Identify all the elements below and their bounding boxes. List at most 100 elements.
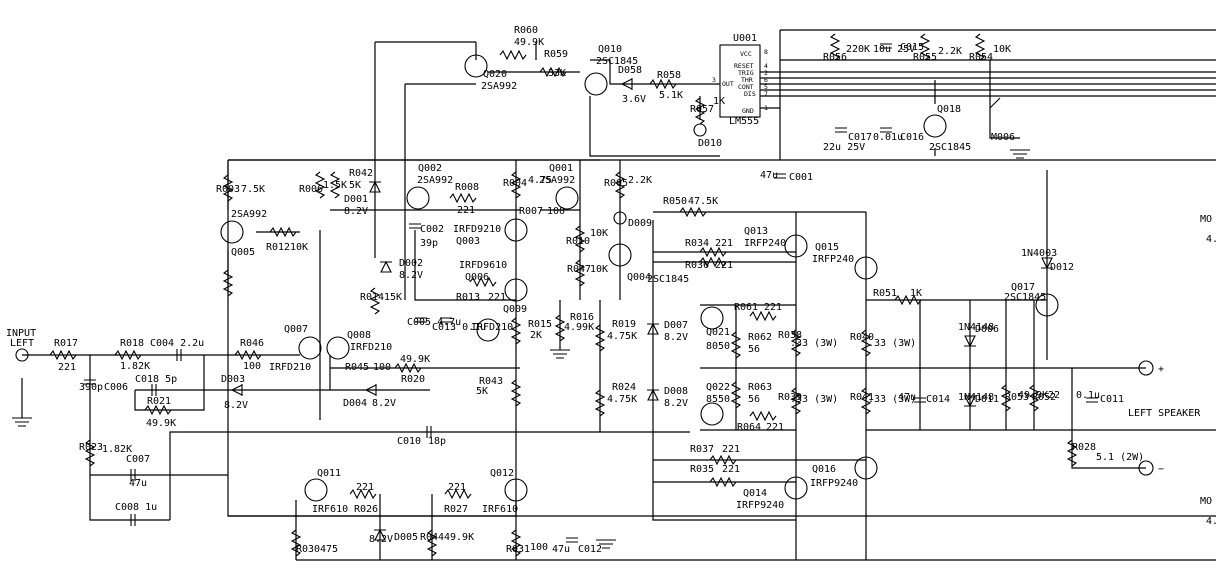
r057-resistor bbox=[694, 97, 706, 125]
pin-number: 1 bbox=[764, 104, 768, 112]
component-label-r028: R028 bbox=[1072, 442, 1096, 453]
component-label-q020t: 2SA992 bbox=[481, 81, 517, 92]
pin-reset-label: RESET bbox=[734, 62, 754, 70]
r021-resistor bbox=[144, 404, 172, 416]
component-label-d002v: 8.2V bbox=[399, 270, 423, 281]
component-label-c011: C011 bbox=[1100, 394, 1124, 405]
c011-capacitor bbox=[1086, 397, 1098, 403]
q001-transistor bbox=[555, 186, 579, 210]
component-label-r016v: 4.99K bbox=[564, 322, 594, 333]
component-label-r034: R034 bbox=[685, 238, 709, 249]
component-label-r012v: 10K bbox=[290, 242, 308, 253]
component-label-r053v: 49.9K bbox=[1018, 390, 1048, 401]
component-label-r005: R005 bbox=[604, 178, 628, 189]
component-label-r020: R020 bbox=[401, 374, 425, 385]
component-label-r006v: 1.5K bbox=[323, 180, 347, 191]
component-label-d008v: 8.2V bbox=[664, 398, 688, 409]
component-label-r043v: 5K bbox=[476, 386, 488, 397]
mo-bottom-label: MO bbox=[1200, 496, 1212, 507]
component-label-r063: R063 bbox=[748, 382, 772, 393]
q014-transistor bbox=[784, 476, 808, 500]
component-label-u001: U001 bbox=[733, 33, 757, 44]
component-label-r027: R027 bbox=[444, 504, 468, 515]
d012-diode bbox=[1041, 257, 1053, 270]
r051-resistor bbox=[894, 294, 922, 306]
d001-diode bbox=[369, 180, 381, 193]
d006-diode bbox=[964, 335, 976, 348]
component-label-r062: R062 bbox=[748, 332, 772, 343]
component-label-r024: R024 bbox=[612, 382, 636, 393]
component-label-r055: R055 bbox=[913, 52, 937, 63]
q020-transistor bbox=[464, 54, 488, 78]
component-label-q003t: IRFD9210 bbox=[453, 224, 501, 235]
component-label-q016t: IRFP9240 bbox=[810, 478, 858, 489]
component-label-r058v: 5.1K bbox=[659, 90, 683, 101]
component-label-d007v: 8.2V bbox=[664, 332, 688, 343]
component-label-c013: C013 0.1u bbox=[432, 322, 486, 333]
q016-transistor bbox=[854, 456, 878, 480]
component-label-r052v: 22 bbox=[1048, 390, 1060, 401]
pin-number: 2 bbox=[764, 69, 768, 77]
component-label-r003v: 7.5K bbox=[241, 184, 265, 195]
component-label-d004: D004 bbox=[343, 398, 367, 409]
r062-resistor bbox=[730, 331, 742, 359]
r019-resistor bbox=[594, 324, 606, 352]
component-label-d058v: 3.6V bbox=[622, 94, 646, 105]
r055-resistor bbox=[919, 33, 931, 61]
component-label-q001t: 2SA992 bbox=[539, 175, 575, 186]
component-label-r042v: 5K bbox=[349, 180, 361, 191]
component-label-r041: R041 bbox=[850, 392, 874, 403]
component-label-r021v: 49.9K bbox=[146, 418, 176, 429]
pin-dis-label: DIS bbox=[744, 90, 756, 98]
component-label-r038: R038 bbox=[778, 330, 802, 341]
component-label-d008: D008 bbox=[664, 386, 688, 397]
c018-capacitor bbox=[151, 384, 157, 396]
component-label-d010: D010 bbox=[698, 138, 722, 149]
component-label-q012t: IRF610 bbox=[482, 504, 518, 515]
component-label-r050v: 47.5K bbox=[688, 196, 718, 207]
component-label-r034v: 221 bbox=[715, 238, 733, 249]
component-label-q010t: 2SC1845 bbox=[596, 56, 638, 67]
component-label-q017t: 2SC1845 bbox=[1004, 292, 1046, 303]
component-label-d003v: 8.2V bbox=[224, 400, 248, 411]
component-label-c005v: 49.9K bbox=[400, 354, 430, 365]
component-label-r055v: 2.2K bbox=[938, 46, 962, 57]
q022-transistor bbox=[700, 402, 724, 426]
c013-capacitor bbox=[440, 317, 452, 323]
component-label-c007: C007 bbox=[126, 454, 150, 465]
c001-capacitor bbox=[774, 173, 786, 179]
component-label-r016: R016 bbox=[570, 312, 594, 323]
c005-capacitor bbox=[415, 317, 427, 323]
q006-transistor bbox=[504, 278, 528, 302]
component-label-c010: C010 bbox=[397, 436, 421, 447]
component-labels: R06049.9KQ0202SA992R05933KQ0102SC1845D05… bbox=[54, 25, 1144, 555]
component-label-r017: R017 bbox=[54, 338, 78, 349]
r005-resistor bbox=[614, 171, 626, 199]
pin-number: 3 bbox=[712, 76, 716, 84]
pin-number: 8 bbox=[764, 48, 768, 56]
component-label-r041v: .33 (3W) bbox=[868, 394, 916, 405]
component-label-q015: Q015 bbox=[815, 242, 839, 253]
component-label-r010: R010 bbox=[566, 236, 590, 247]
r047-resistor bbox=[574, 259, 586, 287]
c012-capacitor bbox=[566, 537, 578, 543]
component-label-c015: C015 bbox=[900, 42, 924, 53]
ic-pins: VCC RESET TRIG THR CONT DIS GND OUT 8 4 … bbox=[712, 48, 768, 115]
d058-diode bbox=[620, 78, 633, 90]
component-label-c006: C006 bbox=[104, 382, 128, 393]
pin-number: 4 bbox=[764, 62, 768, 70]
component-label-d002: D002 bbox=[399, 258, 423, 269]
component-label-r018: R018 bbox=[120, 338, 144, 349]
component-label-r063v: 56 bbox=[748, 394, 760, 405]
component-label-q002: Q002 bbox=[418, 163, 442, 174]
speaker-label: LEFT SPEAKER bbox=[1128, 408, 1201, 419]
component-label-r027a: 221 bbox=[448, 482, 466, 493]
component-label-d011t: 1N4148 bbox=[958, 392, 994, 403]
pin-gnd-label: GND bbox=[742, 107, 754, 115]
component-label-d005v: 8.2V bbox=[369, 534, 393, 545]
q013-transistor bbox=[784, 234, 808, 258]
q007-transistor bbox=[298, 336, 322, 360]
r017-resistor bbox=[49, 349, 77, 361]
component-label-q014: Q014 bbox=[743, 488, 767, 499]
r056-resistor bbox=[829, 33, 841, 61]
